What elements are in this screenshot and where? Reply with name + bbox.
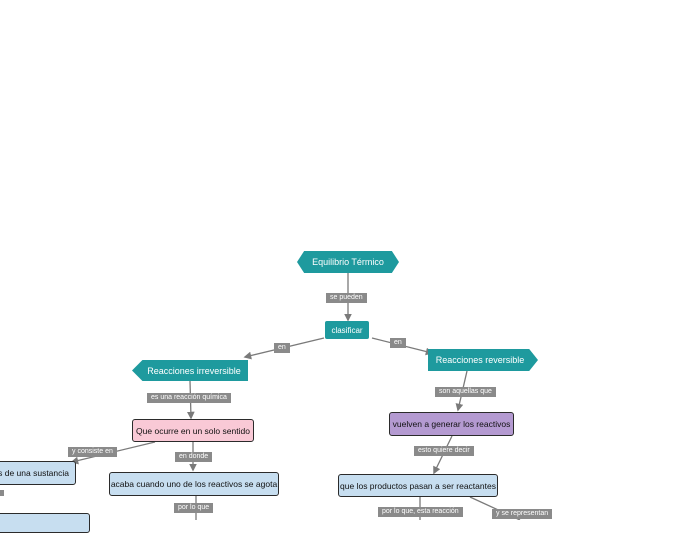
node-regenerate-label: vuelven a generar los reactivos xyxy=(392,419,511,429)
node-root[interactable]: Equilibrio Térmico xyxy=(297,251,399,273)
node-reversible[interactable]: Reacciones reversible xyxy=(428,349,538,371)
link-label-en-left: en xyxy=(274,343,290,353)
node-reversible-label: Reacciones reversible xyxy=(435,355,525,365)
node-one-direction-label: Que ocurre en un solo sentido xyxy=(136,425,250,436)
link-label-se-pueden: se pueden xyxy=(326,293,367,303)
node-irreversible[interactable]: Reacciones irreversible xyxy=(132,360,248,381)
node-classify[interactable]: clasificar xyxy=(325,321,369,339)
node-ends-when-label: acaba cuando uno de los reactivos se ago… xyxy=(110,479,278,489)
link-label-en-right: en xyxy=(390,338,406,348)
link-label-esto-quiere: esto quiere decir xyxy=(414,446,474,456)
link-label-y-se-representan: y se representan xyxy=(492,509,553,519)
link-label-por-lo-que: por lo que xyxy=(174,503,214,513)
link-label-en-donde: en donde xyxy=(175,452,213,462)
node-ends-when[interactable]: acaba cuando uno de los reactivos se ago… xyxy=(109,472,279,496)
node-one-direction[interactable]: Que ocurre en un solo sentido xyxy=(132,419,254,442)
node-regenerate[interactable]: vuelven a generar los reactivos xyxy=(389,412,514,436)
node-substance-label: es de una sustancia xyxy=(0,468,69,478)
node-irreversible-label: Reacciones irreversible xyxy=(147,365,241,376)
node-partial-bottom-left[interactable] xyxy=(0,513,90,533)
node-classify-label: clasificar xyxy=(331,325,363,335)
node-products-reactants[interactable]: que los productos pasan a ser reactantes xyxy=(338,474,498,497)
link-label-por-lo-que-esta: por lo que, esta reacción xyxy=(378,507,463,517)
node-products-reactants-label: que los productos pasan a ser reactantes xyxy=(340,480,496,491)
link-label-es-una-reaccion: es una reacción química xyxy=(147,393,231,403)
link-label-son-aquellas: son aquellas que xyxy=(435,387,496,397)
link-label-y-consiste: y consiste en xyxy=(68,447,117,457)
node-root-label: Equilibrio Térmico xyxy=(312,257,384,267)
node-substance[interactable]: es de una sustancia xyxy=(0,461,76,485)
